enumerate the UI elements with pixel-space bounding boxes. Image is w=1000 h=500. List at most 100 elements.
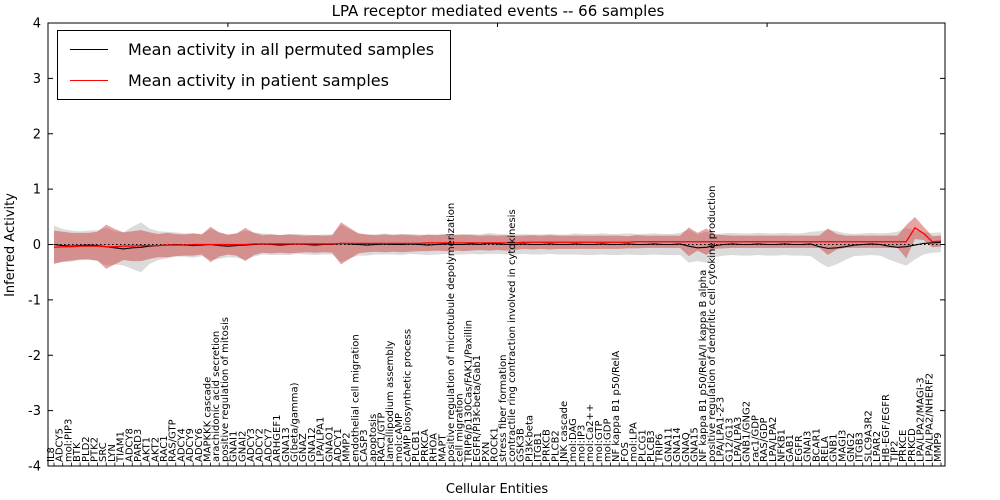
x-tick-label: positive regulation of microtubule depol… bbox=[446, 203, 457, 462]
x-tick-label: rac1/GDP bbox=[750, 415, 761, 462]
x-tick-label: GNAI2 bbox=[237, 431, 248, 462]
x-tick-label: mol:DAG bbox=[568, 418, 579, 462]
x-tick-label: TJP2 bbox=[890, 441, 901, 463]
x-tick-label: NFKB1 bbox=[776, 429, 787, 462]
x-tick-label: ADCY3 bbox=[246, 428, 257, 462]
y-axis-label: Inferred Activity bbox=[3, 193, 18, 297]
x-tick-label: mol:PIP3 bbox=[63, 419, 74, 462]
x-tick-label: PTK2 bbox=[89, 437, 100, 462]
x-tick-label: LPA/LPA2 bbox=[768, 417, 779, 462]
y-tick-label: -3 bbox=[28, 404, 41, 419]
x-tick-label: GNA14 bbox=[672, 427, 683, 462]
x-tick-label: contractile ring contraction involved in… bbox=[507, 209, 518, 462]
x-tick-label: GNAZ bbox=[298, 433, 309, 462]
x-tick-label: PARD3 bbox=[133, 429, 144, 462]
x-tick-label: MMP9 bbox=[933, 432, 944, 462]
x-tick-label: cell migration bbox=[455, 393, 466, 462]
x-tick-label: LPA/LPA1-2-3 bbox=[716, 397, 727, 462]
x-tick-label: NF kappa B1 p50/RelA bbox=[611, 351, 622, 462]
x-tick-label: GNA12 bbox=[307, 427, 318, 462]
x-tick-label: BTK bbox=[72, 442, 83, 462]
x-tick-label: JNK cascade bbox=[559, 401, 570, 463]
x-tick-label: mol:Ca2++ bbox=[585, 404, 596, 462]
patient-mean-line bbox=[53, 226, 942, 248]
x-tick-label: IL8 bbox=[46, 447, 57, 462]
x-tick-label: mol:IP3 bbox=[576, 425, 587, 462]
x-tick-label: arachidonic acid secretion bbox=[211, 331, 222, 462]
x-tick-label: LPA/LPA3 bbox=[733, 417, 744, 462]
y-tick-label: -1 bbox=[28, 293, 41, 308]
x-tick-label: G12/G13 bbox=[724, 418, 735, 462]
x-tick-label: PXN bbox=[481, 442, 492, 462]
x-tick-label: ARHGEF1 bbox=[272, 415, 283, 463]
x-tick-label: PLCB2 bbox=[550, 430, 561, 462]
x-tick-label: EGFR/PI3K-beta/Gab1 bbox=[472, 355, 483, 462]
x-tick-label: GNB1/GNG2 bbox=[742, 401, 753, 462]
x-tick-label: TRIP6/p130Cas/FAK1/Paxillin bbox=[463, 320, 474, 463]
x-tick-label: GSK3B bbox=[516, 428, 527, 462]
x-tick-label: LPAR2 bbox=[872, 431, 883, 462]
x-tick-label: GAB1 bbox=[785, 434, 796, 462]
x-tick-label: positive regulation of dendritic cell cy… bbox=[707, 186, 718, 462]
x-tick-label: PLCB3 bbox=[646, 430, 657, 462]
x-tick-label: ADCY6 bbox=[194, 428, 205, 462]
x-tick-label: SLC9A3R2 bbox=[863, 410, 874, 462]
x-tick-label: G(beta/gamma) bbox=[289, 382, 300, 462]
x-tick-label: GNAO1 bbox=[324, 426, 335, 462]
x-tick-label: lamellipodium assembly bbox=[385, 340, 396, 462]
x-tick-label: ADCY1 bbox=[333, 428, 344, 462]
x-tick-label: ITGB3 bbox=[855, 432, 866, 462]
x-tick-label: ITGB1 bbox=[533, 432, 544, 462]
x-tick-label: LPA/LPA1 bbox=[316, 417, 327, 462]
y-tick-label: -2 bbox=[28, 349, 41, 364]
x-tick-label: mol:GDP bbox=[603, 419, 614, 463]
x-tick-label: PI3K-beta bbox=[524, 415, 535, 462]
x-tick-label: PRKCD bbox=[907, 428, 918, 462]
x-tick-label: mol:GTP bbox=[594, 420, 605, 462]
x-tick-label: RAC1 bbox=[159, 435, 170, 462]
y-tick-label: 2 bbox=[33, 127, 41, 142]
x-tick-label: CASP3 bbox=[359, 429, 370, 462]
x-tick-label: ROCK1 bbox=[490, 427, 501, 462]
y-tick-label: 1 bbox=[33, 183, 41, 198]
x-tick-label: RHOA bbox=[429, 433, 440, 462]
x-tick-label: GNB1 bbox=[829, 434, 840, 462]
x-tick-label: PLCG1 bbox=[637, 429, 648, 462]
x-tick-label: positive regulation of mitosis bbox=[220, 317, 231, 462]
x-tick-label: mol:LPA bbox=[629, 422, 640, 462]
x-tick-label: PLD2 bbox=[81, 436, 92, 462]
x-tick-label: LYN bbox=[107, 444, 118, 462]
x-tick-label: stress fiber formation bbox=[498, 355, 509, 462]
x-axis-label: Cellular Entities bbox=[446, 482, 548, 497]
axes-frame bbox=[47, 22, 946, 467]
x-tick-label: NF kappa B1 p50/RelA/I kappa B alpha bbox=[698, 270, 709, 462]
x-tick-label: FOS bbox=[620, 442, 631, 462]
x-tick-label: GNA13 bbox=[281, 427, 292, 462]
x-tick-label: GNAI1 bbox=[229, 431, 240, 462]
y-tick-label: 3 bbox=[33, 72, 41, 87]
y-tick-label: 4 bbox=[33, 17, 41, 32]
x-tick-label: PLCB1 bbox=[411, 430, 422, 462]
legend-item-permuted: Mean activity in all permuted samples bbox=[70, 40, 434, 59]
y-tick-label: -4 bbox=[28, 460, 41, 475]
legend-label-permuted: Mean activity in all permuted samples bbox=[128, 40, 435, 59]
plot-area: IL8ADCY5mol:PIP3BTKPLD2PTK2SRCLYNTIAM1AD… bbox=[28, 17, 946, 475]
x-tick-label: cAMP biosynthetic process bbox=[403, 329, 414, 462]
permuted-line-swatch bbox=[70, 49, 108, 50]
legend: Mean activity in all permuted samples Me… bbox=[57, 30, 452, 100]
x-tick-label: LPA/LPA2/MAGI-3 bbox=[916, 377, 927, 462]
x-tick-label: PRKCA bbox=[420, 429, 431, 462]
x-tick-label: GNA11 bbox=[663, 427, 674, 462]
x-tick-label: PRKCB bbox=[542, 429, 553, 462]
x-tick-label: ADCY4 bbox=[176, 428, 187, 462]
x-tick-label: GNAI3 bbox=[803, 431, 814, 462]
legend-item-patient: Mean activity in patient samples bbox=[70, 71, 434, 90]
x-tick-label: endothelial cell migration bbox=[350, 334, 361, 462]
chart-title: LPA receptor mediated events -- 66 sampl… bbox=[332, 2, 665, 20]
x-tick-label: TRIP6 bbox=[655, 434, 666, 463]
x-tick-label: RAS/GDP bbox=[759, 417, 770, 462]
x-tick-label: RAC1/GTP bbox=[376, 413, 387, 462]
x-tick-label: ADCY7 bbox=[263, 428, 274, 462]
x-tick-label: MAPKKK cascade bbox=[203, 377, 214, 462]
